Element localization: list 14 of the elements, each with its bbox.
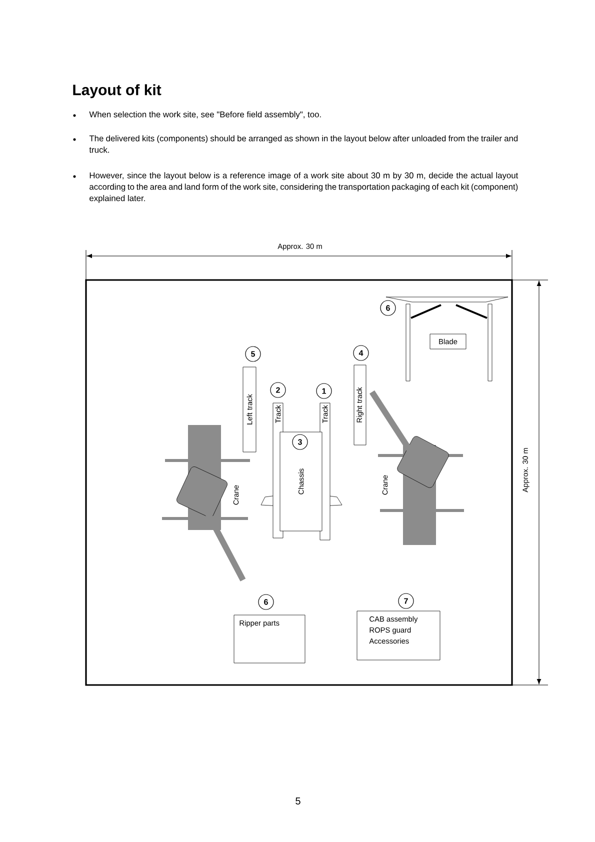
callout-number: 5 <box>245 346 261 362</box>
paragraph: The delivered kits (components) should be arranged as shown in the layout below after unloaded from the trailer and truck. <box>89 135 518 153</box>
paragraph: However, since the layout below is a reference image of a work site about 30 m by 30 m, decide the actual layout according to the area and land form of the work site, considering the transportation packaging of each kit (component) explained later. <box>90 172 518 203</box>
callout-number: 1 <box>316 383 332 399</box>
site-boundary <box>85 279 513 686</box>
page-number: 5 <box>296 798 300 804</box>
callout-number: 2 <box>270 382 286 398</box>
title: Layout of kit <box>73 84 162 98</box>
callout-number: 4 <box>353 345 369 361</box>
callout-number: 3 <box>292 434 308 450</box>
callout-number: 7 <box>398 593 414 609</box>
paragraph: When selection the work site, see "Before field assembly", too. <box>89 111 321 120</box>
callout-number: 6 <box>258 594 274 610</box>
callout-number: 6 <box>380 300 396 316</box>
